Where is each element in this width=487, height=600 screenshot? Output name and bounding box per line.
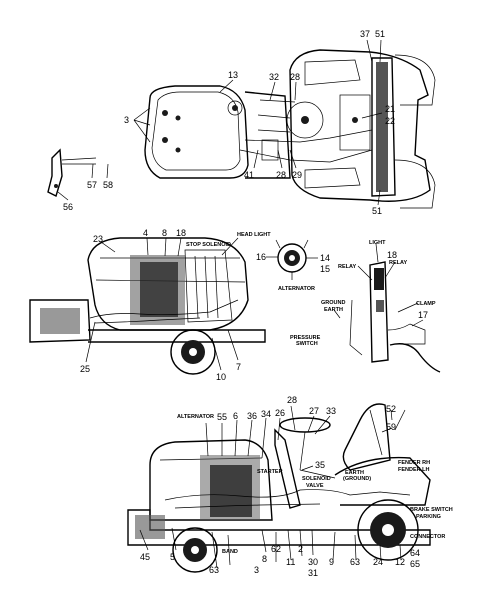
callout: 22 bbox=[385, 116, 395, 126]
callout: 4 bbox=[143, 228, 148, 238]
caption-band: BAND bbox=[222, 549, 238, 555]
callout: 34 bbox=[261, 409, 271, 419]
callout: 31 bbox=[308, 568, 318, 578]
callout: 65 bbox=[410, 559, 420, 569]
callout: 8 bbox=[162, 228, 167, 238]
engine-side-view-drawing bbox=[29, 237, 266, 375]
caption-fender-lh: FENDER LH bbox=[398, 467, 430, 473]
callout: 8 bbox=[262, 554, 267, 564]
caption-switch: SWITCH bbox=[296, 341, 318, 347]
callout: 11 bbox=[286, 557, 295, 567]
callout: 36 bbox=[247, 411, 257, 421]
callout: 35 bbox=[315, 460, 325, 470]
callout: 14 bbox=[320, 253, 330, 263]
callout: 29 bbox=[292, 170, 302, 180]
caption-light: LIGHT bbox=[369, 240, 386, 246]
callout: 9 bbox=[329, 557, 334, 567]
caption-relay: RELAY bbox=[338, 264, 356, 270]
callout: 51 bbox=[372, 206, 382, 216]
tractor-side-view-drawing bbox=[127, 403, 431, 573]
callout: 6 bbox=[233, 411, 238, 421]
caption-solenoid: SOLENOID bbox=[302, 476, 331, 482]
callout: 10 bbox=[216, 372, 226, 382]
caption-connector: CONNECTOR bbox=[410, 534, 445, 540]
callout: 37 bbox=[360, 29, 370, 39]
caption-earth: EARTH bbox=[324, 307, 343, 313]
callout: 52 bbox=[386, 404, 396, 414]
callout: 58 bbox=[103, 180, 113, 190]
callout: 12 bbox=[395, 557, 405, 567]
callout: 30 bbox=[308, 557, 318, 567]
caption-earth: EARTH bbox=[345, 470, 364, 476]
callout: 51 bbox=[375, 29, 385, 39]
caption-alternator: ALTERNATOR bbox=[177, 414, 214, 420]
callout: 33 bbox=[326, 406, 336, 416]
callout: 18 bbox=[387, 250, 397, 260]
callout: 18 bbox=[176, 228, 186, 238]
caption-parking: PARKING bbox=[416, 514, 441, 520]
callout: 16 bbox=[256, 252, 266, 262]
callout: 5 bbox=[170, 552, 175, 562]
caption-clamp: CLAMP bbox=[416, 301, 436, 307]
callout: 2 bbox=[298, 544, 303, 554]
callout: 17 bbox=[418, 310, 428, 320]
caption-relay: RELAY bbox=[389, 260, 407, 266]
caption-head-light: HEAD LIGHT bbox=[237, 232, 271, 238]
callout: 23 bbox=[93, 234, 103, 244]
callout: 63 bbox=[350, 557, 360, 567]
callout: 63 bbox=[209, 565, 219, 575]
caption-brake-switch: BRAKE SWITCH bbox=[410, 507, 453, 513]
callout: 59 bbox=[386, 422, 396, 432]
callout: 15 bbox=[320, 264, 330, 274]
caption-stop-solenoid: STOP SOLENOID bbox=[186, 242, 231, 248]
caption-starter: STARTER bbox=[257, 469, 283, 475]
caption-ground: GROUND bbox=[321, 300, 345, 306]
bracket-detail bbox=[47, 148, 109, 201]
caption-pressure: PRESSURE bbox=[290, 335, 321, 341]
callout: 13 bbox=[228, 70, 238, 80]
callout: 26 bbox=[275, 408, 285, 418]
relay-bracket-drawing bbox=[333, 243, 441, 373]
alternator-detail-drawing bbox=[266, 239, 318, 280]
callout: 57 bbox=[87, 180, 97, 190]
callout: 24 bbox=[373, 557, 383, 567]
top-view-drawing bbox=[133, 39, 436, 209]
callout: 28 bbox=[276, 170, 286, 180]
callout: 56 bbox=[63, 202, 73, 212]
callout: 27 bbox=[309, 406, 319, 416]
callout: 7 bbox=[236, 362, 241, 372]
callout: 3 bbox=[254, 565, 259, 575]
callout: 62 bbox=[271, 544, 281, 554]
callout-numbers: 37 51 13 32 28 3 21 22 41 28 29 51 57 58… bbox=[63, 29, 428, 578]
callout: 45 bbox=[140, 552, 150, 562]
callout: 3 bbox=[124, 115, 129, 125]
callout: 28 bbox=[287, 395, 297, 405]
callout: 64 bbox=[410, 548, 420, 558]
caption-valve: VALVE bbox=[306, 483, 324, 489]
callout: 32 bbox=[269, 72, 279, 82]
component-captions: STOP SOLENOID HEAD LIGHT ALTERNATOR LIGH… bbox=[177, 232, 453, 555]
callout: 41 bbox=[244, 170, 254, 180]
caption-ground: (GROUND) bbox=[343, 476, 371, 482]
callout: 25 bbox=[80, 364, 90, 374]
callout: 21 bbox=[385, 104, 395, 114]
callout: 55 bbox=[217, 412, 227, 422]
callout: 28 bbox=[290, 72, 300, 82]
caption-alternator: ALTERNATOR bbox=[278, 286, 315, 292]
caption-fender-rh: FENDER RH bbox=[398, 460, 430, 466]
